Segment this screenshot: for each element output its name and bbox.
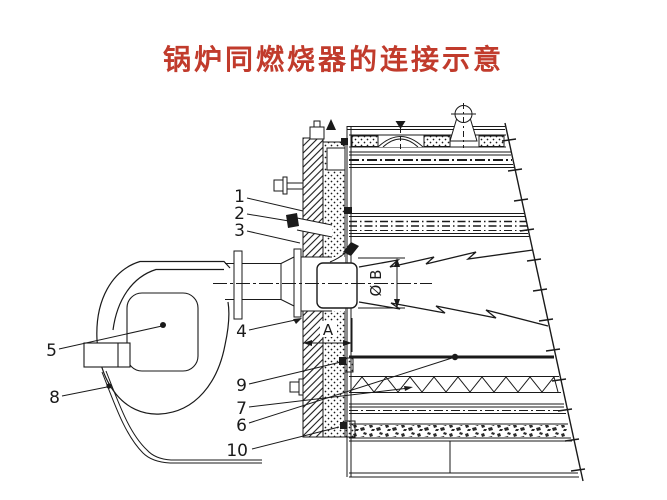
- upper-drum-band: [349, 151, 514, 168]
- floor-anchor-dot: [451, 353, 459, 361]
- label-1: 1: [234, 187, 245, 207]
- fastener-top: [341, 138, 348, 145]
- fastener-mid: [344, 207, 352, 214]
- burner-nozzle: [213, 242, 432, 320]
- dimension-bore: Ø B: [358, 257, 405, 309]
- label-10: 10: [226, 441, 248, 461]
- fastener-lower-bottom: [340, 422, 347, 429]
- burner-control-box: [83, 342, 131, 368]
- label-5: 5: [46, 341, 57, 361]
- fastener-lower-top: [339, 357, 346, 365]
- dimension-wall-thickness: A: [303, 318, 353, 352]
- refractory-rubble-band: [349, 423, 571, 439]
- burner: [83, 260, 262, 464]
- burner-housing: [96, 260, 231, 415]
- part-labels: 1 2 3 4 5 6 7 8 9 10: [46, 187, 248, 461]
- nozzle-tip: [316, 262, 358, 309]
- label-6: 6: [236, 416, 247, 436]
- boiler-body: [326, 103, 586, 482]
- lower-tube-band: [349, 403, 566, 414]
- cable-anchor-dot: [106, 383, 112, 389]
- bottom-casing: [349, 440, 579, 478]
- dim-bore-label: Ø B: [367, 270, 385, 297]
- upper-mounting-bolt: [273, 176, 304, 195]
- label-9: 9: [236, 376, 247, 396]
- label-3: 3: [234, 221, 245, 241]
- top-insulation-band: [349, 134, 506, 148]
- burner-motor-housing: [126, 292, 199, 372]
- weld-mark: [326, 119, 336, 130]
- sight-tube-clamp: [286, 213, 299, 228]
- flame: [358, 249, 549, 327]
- label-7: 7: [236, 399, 247, 419]
- lower-mounting-bolt: [289, 378, 304, 396]
- slide-title: 锅炉同燃烧器的连接示意: [162, 45, 504, 76]
- burner-flange: [233, 250, 243, 320]
- middle-tube-band: [349, 213, 529, 237]
- power-cable: [101, 370, 262, 464]
- boiler-rear-edge: [501, 122, 586, 482]
- dim-wall-label: A: [323, 321, 334, 339]
- motor-anchor-dot: [160, 322, 166, 328]
- sight-tube: [286, 213, 333, 238]
- label-2: 2: [234, 204, 245, 224]
- label-8: 8: [49, 388, 60, 408]
- igniter-handle: [343, 242, 359, 256]
- label-4: 4: [236, 322, 247, 342]
- grate-truss-band: [349, 375, 561, 393]
- wall-top-bolt: [309, 120, 325, 140]
- leader-lines: [58, 197, 453, 450]
- manhole-dome: [377, 121, 424, 150]
- hanger-bracket: [449, 103, 478, 148]
